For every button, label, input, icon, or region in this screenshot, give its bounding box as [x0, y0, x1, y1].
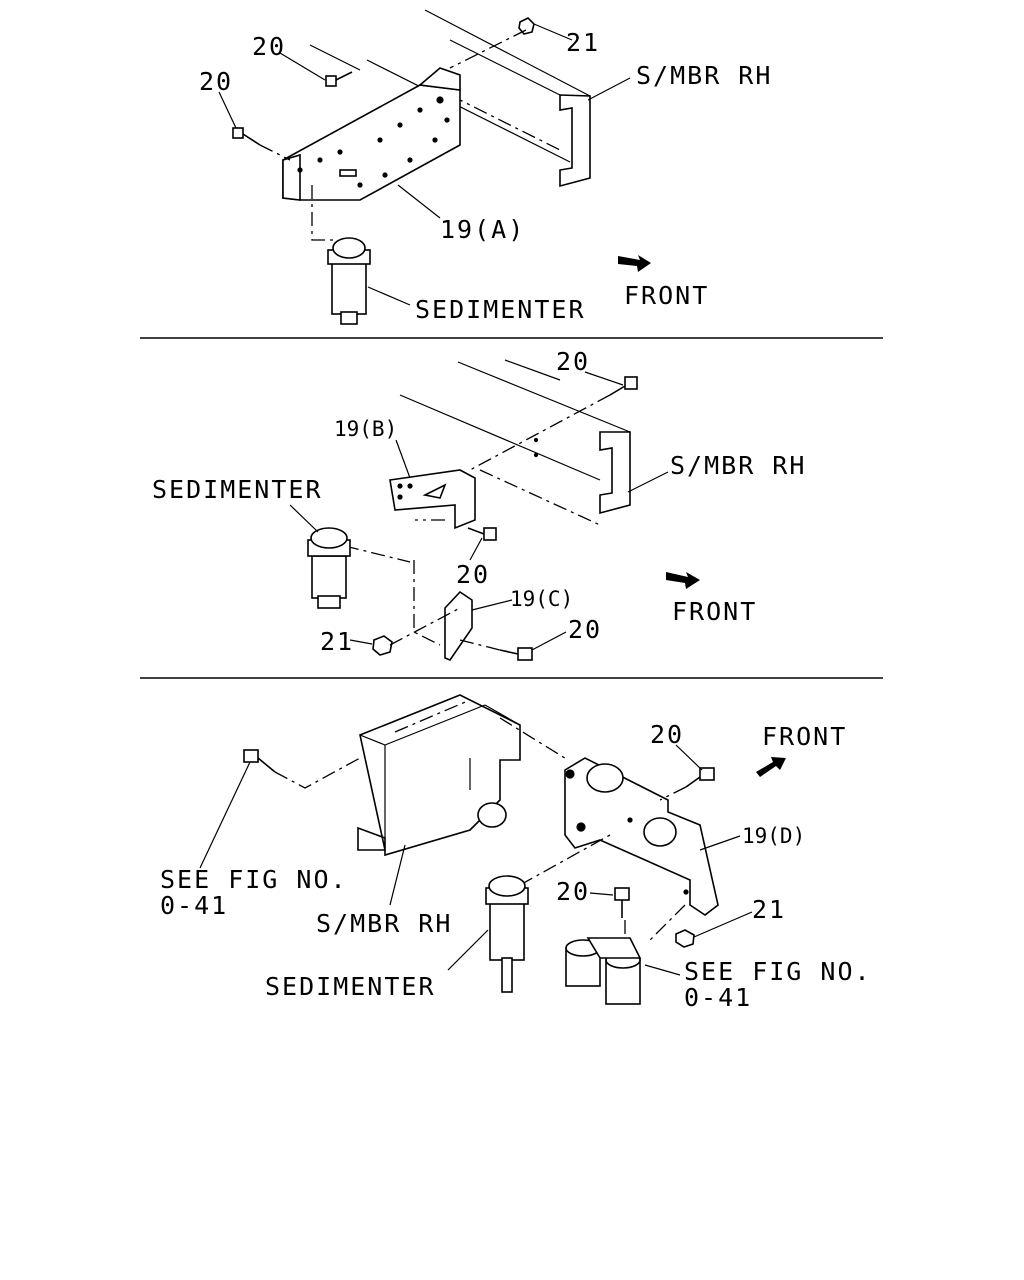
bolt-20-mid-center	[467, 527, 497, 541]
front-arrow-top	[618, 255, 651, 272]
label-front-middle: FRONT	[672, 597, 757, 626]
label-see-fig-right-line1: SEE FIG NO.	[684, 957, 872, 986]
label-bolt-20-bottom-mid: 20	[556, 877, 590, 906]
bracket-19d	[564, 757, 719, 916]
bracket-19c	[444, 590, 473, 661]
label-bolt-20-bottom-top: 20	[650, 720, 684, 749]
bolt-20-mid-bottom	[499, 647, 533, 661]
label-see-fig-left-line2: 0-41	[160, 891, 228, 920]
side-member-bottom	[357, 694, 569, 857]
label-bolt-20-mid-center: 20	[456, 560, 490, 589]
label-bolt-20-mid-bottom: 20	[568, 615, 602, 644]
sedimenter-middle	[307, 527, 351, 609]
label-bracket-19c: 19(C)	[510, 587, 573, 611]
bolt-see-fig-left	[243, 749, 276, 773]
label-bolt-20-mid-top: 20	[556, 347, 590, 376]
label-sedimenter-middle: SEDIMENTER	[152, 475, 323, 504]
sedimenter-bottom	[485, 875, 529, 993]
bracket-19a	[282, 67, 461, 201]
nut-21-top	[518, 17, 535, 35]
label-see-fig-left-line1: SEE FIG NO.	[160, 865, 348, 894]
label-bolt-20-b: 20	[199, 67, 233, 96]
label-bracket-19b: 19(B)	[334, 417, 397, 441]
sedimenter-top	[311, 185, 371, 325]
side-member-top	[309, 9, 591, 188]
bracket-19b	[389, 469, 476, 530]
side-member-middle	[399, 359, 631, 526]
bottom-panel: FRONT 20 19(D) SEE FIG NO. 0-41 S/MBR RH…	[160, 694, 872, 1012]
label-frame-bottom: S/MBR RH	[316, 909, 452, 938]
top-panel: 20 20 21 S/MBR RH 19(A) SEDIMENTER FRONT	[199, 9, 772, 325]
label-frame-top: S/MBR RH	[636, 61, 772, 90]
bolt-20-top-b	[232, 127, 261, 146]
nut-21-bottom	[675, 929, 695, 948]
filter-assembly	[565, 937, 642, 1005]
label-front-bottom: FRONT	[762, 722, 847, 751]
bolt-20-top-a	[325, 71, 353, 87]
label-front-top: FRONT	[624, 281, 709, 310]
middle-panel: 20 S/MBR RH 19(B) SEDIMENTER 20 19(C) FR…	[152, 347, 806, 661]
front-arrow-bottom	[756, 757, 786, 777]
bolt-20-bottom-top	[685, 767, 715, 788]
bolt-20-bottom-mid	[614, 887, 630, 918]
label-see-fig-right-line2: 0-41	[684, 983, 752, 1012]
label-bolt-20-a: 20	[252, 32, 286, 61]
nut-21-mid	[372, 635, 393, 656]
label-sedimenter-top: SEDIMENTER	[415, 295, 586, 324]
label-frame-middle: S/MBR RH	[670, 451, 806, 480]
label-nut-21-top: 21	[566, 28, 600, 57]
label-bracket-19a: 19(A)	[440, 215, 525, 244]
bolt-20-mid-top	[609, 376, 638, 396]
label-nut-21-bottom: 21	[752, 895, 786, 924]
label-sedimenter-bottom: SEDIMENTER	[265, 972, 436, 1001]
label-bracket-19d: 19(D)	[742, 824, 805, 848]
front-arrow-middle	[666, 572, 700, 589]
label-nut-21-mid: 21	[320, 627, 354, 656]
